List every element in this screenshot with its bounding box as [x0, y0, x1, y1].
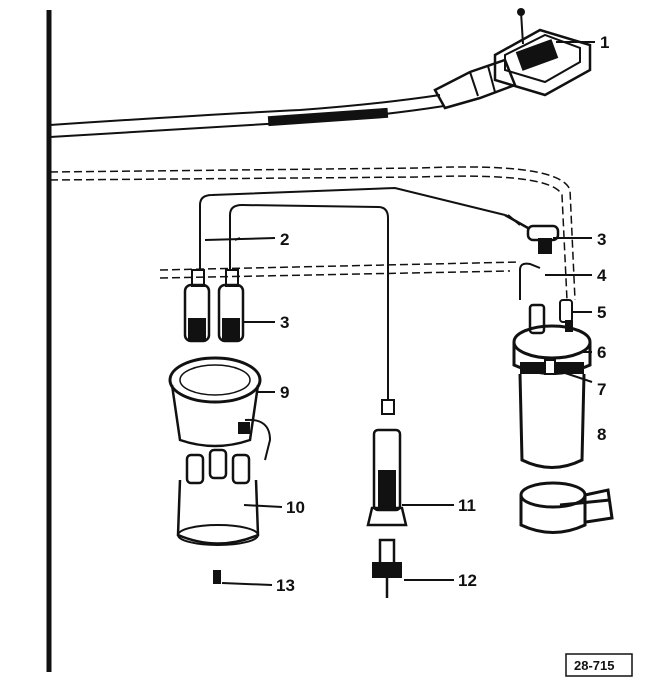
coil-mounting-clamp — [519, 481, 614, 534]
control-unit — [493, 8, 592, 97]
callout-7: 7 — [597, 380, 606, 399]
callout-labels: 1 2 3 3 4 5 6 7 8 9 10 11 12 13 — [276, 33, 609, 595]
distributor-cap — [176, 448, 260, 546]
callout-9: 9 — [280, 383, 289, 402]
leader-lines — [204, 41, 595, 586]
callout-8: 8 — [597, 425, 606, 444]
spark-plug-connector-top — [504, 213, 560, 254]
ignition-coil — [512, 299, 592, 469]
callout-13: 13 — [276, 576, 295, 595]
callout-2: 2 — [280, 230, 289, 249]
wiring-harness — [49, 58, 517, 138]
callout-3-left: 3 — [280, 313, 289, 332]
plug-connectors-left — [183, 269, 245, 343]
callout-4: 4 — [597, 266, 607, 285]
figure-reference-text: 28-715 — [574, 658, 614, 673]
spark-plug-assembly — [366, 399, 408, 598]
callout-1: 1 — [600, 33, 609, 52]
callout-5: 5 — [597, 303, 606, 322]
callout-10: 10 — [286, 498, 305, 517]
dashed-harness — [49, 166, 576, 301]
callout-11: 11 — [458, 496, 476, 515]
distributor-housing — [168, 356, 272, 461]
figure-reference-box: 28-715 — [565, 653, 633, 677]
callout-6: 6 — [597, 343, 606, 362]
callout-12: 12 — [458, 571, 477, 590]
rotor-arm — [213, 570, 221, 584]
callout-3-top: 3 — [597, 230, 606, 249]
